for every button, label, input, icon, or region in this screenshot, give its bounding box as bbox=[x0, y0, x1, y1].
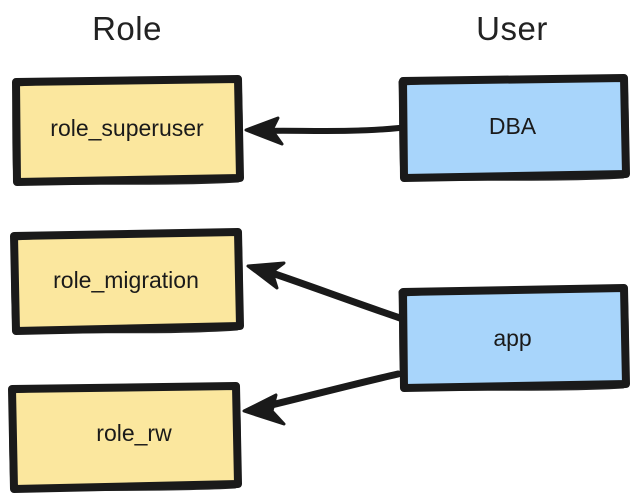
edge-dba-to-superuser-line bbox=[259, 125, 402, 134]
node-role_superuser-sketch-overlay bbox=[12, 75, 244, 186]
node-role_rw[interactable] bbox=[8, 382, 242, 493]
edge-app-to-migration-arrowhead bbox=[246, 261, 286, 290]
edge-app-to-migration-line bbox=[262, 267, 404, 322]
node-label-role_migration: role_migration bbox=[53, 267, 199, 293]
node-role_migration[interactable] bbox=[10, 228, 244, 335]
node-label-DBA: DBA bbox=[488, 113, 537, 139]
node-role_migration-sketch-overlay bbox=[10, 228, 244, 335]
column-header-role: Role bbox=[92, 10, 162, 47]
edge-dba-to-superuser-arrowhead bbox=[244, 116, 284, 146]
node-label-app: app bbox=[493, 325, 532, 351]
edge-app-to-migration bbox=[246, 261, 404, 322]
edge-app-to-rw-arrowhead bbox=[242, 393, 286, 426]
node-DBA[interactable] bbox=[398, 74, 630, 182]
edge-dba-to-superuser bbox=[244, 116, 402, 146]
edge-app-to-rw-line bbox=[259, 370, 402, 411]
column-header-user: User bbox=[476, 10, 548, 47]
node-label-role_superuser: role_superuser bbox=[50, 115, 204, 141]
edge-app-to-rw bbox=[242, 370, 402, 426]
node-label-role_rw: role_rw bbox=[96, 420, 172, 446]
node-app[interactable] bbox=[398, 284, 630, 392]
node-app-sketch-overlay bbox=[398, 284, 630, 392]
node-role_rw-sketch-overlay bbox=[8, 382, 242, 493]
node-DBA-sketch-overlay bbox=[398, 74, 630, 182]
node-role_superuser[interactable] bbox=[12, 75, 244, 186]
